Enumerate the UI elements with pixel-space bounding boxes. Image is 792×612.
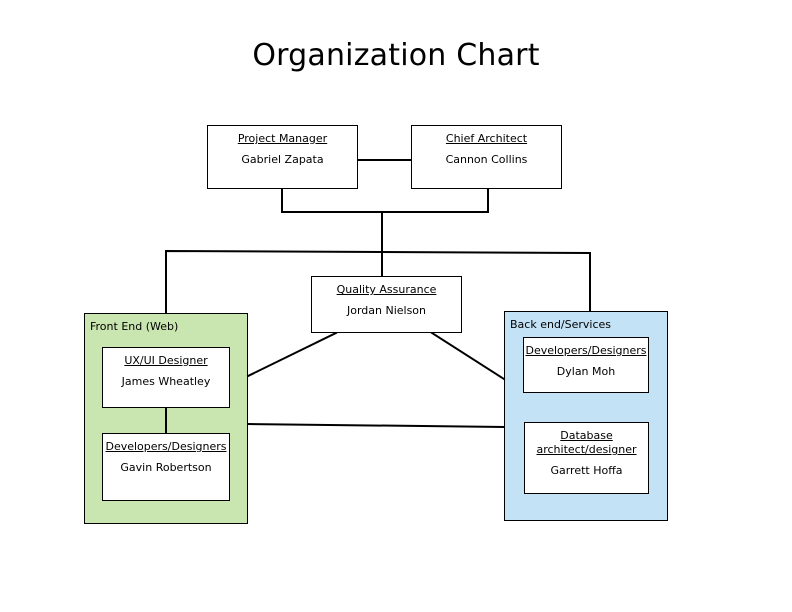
ux-designer-node: UX/UI Designer James Wheatley [102,347,230,408]
connector-leadership-bracket [281,188,489,213]
connector-qa-back [430,331,506,381]
node-role: Chief Architect [445,132,528,145]
node-person: Gavin Robertson [120,461,212,474]
chart-title: Organization Chart [252,38,540,73]
node-role: Quality Assurance [336,283,437,296]
project-manager-node: Project Manager Gabriel Zapata [207,125,358,189]
back-end-group-label: Back end/Services [510,318,612,331]
connector-qa-front [246,331,338,378]
connector-top-bar [165,249,591,314]
connector-front-back [246,422,506,429]
node-role: Developers/Designers [525,344,647,357]
back-end-developers-node: Developers/Designers Dylan Moh [523,337,649,393]
front-end-developers-node: Developers/Designers Gavin Robertson [102,433,230,501]
node-person: Dylan Moh [556,365,616,378]
node-person: Cannon Collins [445,153,528,166]
node-role: Database architect/designer [536,429,637,456]
node-person: Gabriel Zapata [241,153,324,166]
database-architect-node: Database architect/designer Garrett Hoff… [524,422,649,494]
front-end-group-label: Front End (Web) [90,320,179,333]
node-role: UX/UI Designer [124,354,208,367]
node-person: Garrett Hoffa [550,464,623,477]
node-role: Project Manager [237,132,328,145]
node-person: Jordan Nielson [346,304,427,317]
node-person: James Wheatley [121,375,211,388]
node-role: Developers/Designers [105,440,227,453]
quality-assurance-node: Quality Assurance Jordan Nielson [311,276,462,333]
chief-architect-node: Chief Architect Cannon Collins [411,125,562,189]
